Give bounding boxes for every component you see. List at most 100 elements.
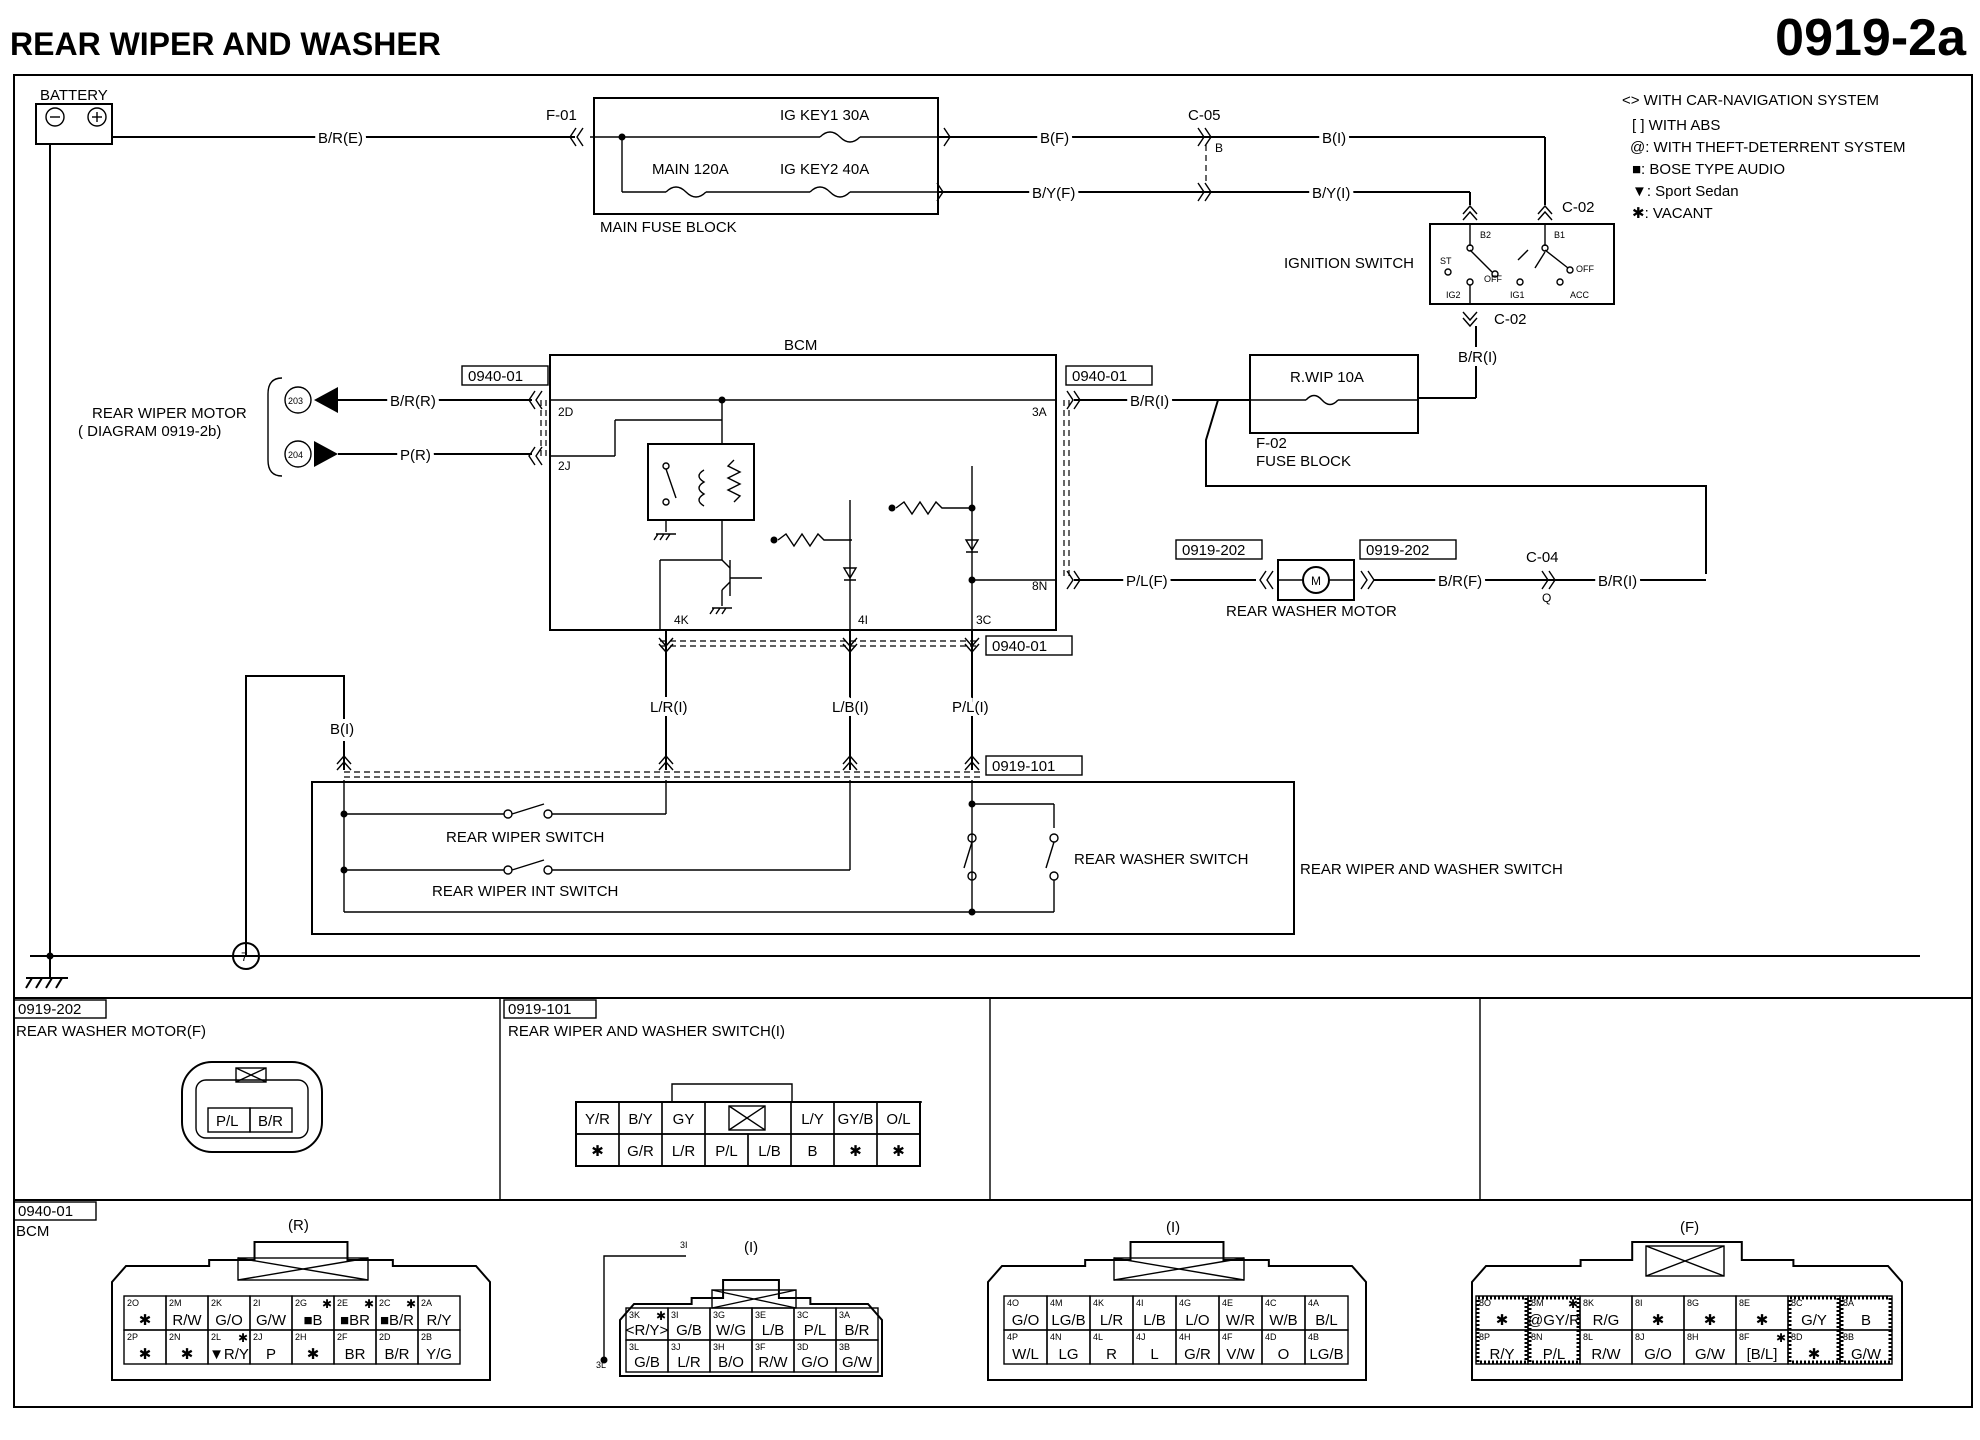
pin-id: 2O xyxy=(127,1298,139,1308)
pin-color: G/R xyxy=(1184,1346,1211,1363)
pin-color: LG/B xyxy=(1051,1312,1085,1329)
svg-text:(I): (I) xyxy=(1166,1219,1180,1236)
pin-color: G/W xyxy=(1695,1346,1726,1363)
pin-color: L/R xyxy=(677,1354,701,1371)
pin-color: W/R xyxy=(1226,1312,1255,1329)
connector-view-switch: 0919-101 REAR WIPER AND WASHER SWITCH(I)… xyxy=(503,999,922,1167)
pin-id: 8L xyxy=(1583,1332,1593,1342)
pin-color: L/R xyxy=(1100,1312,1124,1329)
svg-text:IG2: IG2 xyxy=(1446,290,1461,300)
wire-label: P/L(F) xyxy=(1126,573,1168,590)
wire-label: B/Y(I) xyxy=(1312,185,1350,202)
pin-mark: ✱ xyxy=(406,1297,416,1311)
svg-text:0919-101: 0919-101 xyxy=(508,1001,571,1018)
svg-text:0919-202: 0919-202 xyxy=(1366,542,1429,559)
svg-text:B: B xyxy=(1215,141,1223,155)
svg-text:BATTERY: BATTERY xyxy=(40,87,108,104)
wire-label: B/Y(F) xyxy=(1032,185,1075,202)
pin-id: 2B xyxy=(421,1332,432,1342)
pin-color: R/Y xyxy=(426,1312,451,1329)
legend-item: [ ] WITH ABS xyxy=(1632,117,1720,134)
pin-color: ✱ xyxy=(849,1143,862,1160)
pin-color: ✱ xyxy=(181,1346,194,1363)
pin-color: ✱ xyxy=(1704,1312,1717,1329)
pin-color: <R/Y> xyxy=(626,1322,669,1339)
pin-id: 2I xyxy=(253,1298,261,1308)
pin-color: ✱ xyxy=(591,1143,604,1160)
svg-text:4I: 4I xyxy=(858,613,868,627)
svg-text:IG1: IG1 xyxy=(1510,290,1525,300)
pin-id: 4N xyxy=(1050,1332,1062,1342)
pin-color: B xyxy=(1861,1312,1871,1329)
pin-color: L/O xyxy=(1185,1312,1209,1329)
pin-color: O/L xyxy=(886,1111,910,1128)
pin-color: ✱ xyxy=(1496,1312,1509,1329)
svg-text:R.WIP 10A: R.WIP 10A xyxy=(1290,369,1364,386)
pin-color: R xyxy=(1106,1346,1117,1363)
pin-id: 8M xyxy=(1531,1298,1544,1308)
wire-label: L/R(I) xyxy=(650,699,688,716)
svg-text:0940-01: 0940-01 xyxy=(992,638,1047,655)
pin-id: 2F xyxy=(337,1332,348,1342)
svg-text:MAIN FUSE BLOCK: MAIN FUSE BLOCK xyxy=(600,219,737,236)
wire-label: B/R(I) xyxy=(1130,393,1169,410)
pin-id: 2L xyxy=(211,1332,221,1342)
pin-color: W/B xyxy=(1269,1312,1297,1329)
pin-color: ▼R/Y xyxy=(209,1346,249,1363)
svg-text:OFF: OFF xyxy=(1576,264,1594,274)
pin-color: L/R xyxy=(672,1143,696,1160)
pin-id: 4I xyxy=(1136,1298,1144,1308)
pin-color: ✱ xyxy=(1652,1312,1665,1329)
pin-id: 3G xyxy=(713,1310,725,1320)
wire-label: P(R) xyxy=(400,447,431,464)
pin-color: ■B xyxy=(303,1312,322,1329)
pin-id: 3J xyxy=(671,1342,681,1352)
wire-label: B/R(R) xyxy=(390,393,436,410)
svg-text:IGNITION SWITCH: IGNITION SWITCH xyxy=(1284,255,1414,272)
pin-color: GY xyxy=(673,1111,695,1128)
ignition-switch: C-02 IGNITION SWITCH B2 B1 ST OFF OFF IG… xyxy=(1284,199,1615,305)
pin-id: 3D xyxy=(797,1342,809,1352)
pin-color: B xyxy=(807,1143,817,1160)
svg-text:0940-01: 0940-01 xyxy=(468,368,523,385)
wire-label: L/B(I) xyxy=(832,699,869,716)
svg-text:M: M xyxy=(1311,574,1321,588)
svg-text:(I): (I) xyxy=(744,1239,758,1256)
pin-color: G/O xyxy=(1012,1312,1040,1329)
rear-wiper-motor-ref: REAR WIPER MOTOR ( DIAGRAM 0919-2b) 203 … xyxy=(78,377,532,477)
pin-id: 8E xyxy=(1739,1298,1750,1308)
pin-id: 8N xyxy=(1531,1332,1543,1342)
pin-id: 4O xyxy=(1007,1298,1019,1308)
legend-item: @: WITH THEFT-DETERRENT SYSTEM xyxy=(1630,139,1906,156)
svg-text:3L: 3L xyxy=(596,1360,606,1370)
pin-mark: ✱ xyxy=(238,1331,248,1345)
pin-color: [B/L] xyxy=(1747,1346,1778,1363)
pin-id: 8C xyxy=(1791,1298,1803,1308)
wire-label: B/R(I) xyxy=(1598,573,1637,590)
pin-color: L xyxy=(1150,1346,1158,1363)
pin-color: LG/B xyxy=(1309,1346,1343,1363)
svg-text:OFF: OFF xyxy=(1484,274,1502,284)
svg-text:F-02: F-02 xyxy=(1256,435,1287,452)
svg-text:B/R: B/R xyxy=(258,1113,283,1130)
svg-text:REAR WASHER MOTOR: REAR WASHER MOTOR xyxy=(1226,603,1397,620)
legend-item: <> WITH CAR-NAVIGATION SYSTEM xyxy=(1622,92,1879,109)
pin-id: 3C xyxy=(797,1310,809,1320)
page-title: REAR WIPER AND WASHER xyxy=(10,26,441,62)
pin-color: G/W xyxy=(842,1354,873,1371)
pin-color: V/W xyxy=(1226,1346,1255,1363)
rear-wiper-washer-switch: REAR WIPER AND WASHER SWITCH REAR WIPER … xyxy=(311,780,1563,935)
pin-id: 8F xyxy=(1739,1332,1750,1342)
pin-color: L/B xyxy=(758,1143,781,1160)
pin-color: R/W xyxy=(758,1354,788,1371)
battery: BATTERY xyxy=(35,87,113,145)
pin-id: 4F xyxy=(1222,1332,1233,1342)
legend-item: ■: BOSE TYPE AUDIO xyxy=(1632,161,1785,178)
pin-id: 4D xyxy=(1265,1332,1277,1342)
pin-color: B/R xyxy=(384,1346,409,1363)
pin-id: 4A xyxy=(1308,1298,1319,1308)
main-fuse-block: MAIN FUSE BLOCK IG KEY1 30A MAIN 120A IG… xyxy=(590,97,951,236)
wire-label: B(I) xyxy=(330,721,354,738)
svg-text:3I: 3I xyxy=(680,1240,688,1250)
